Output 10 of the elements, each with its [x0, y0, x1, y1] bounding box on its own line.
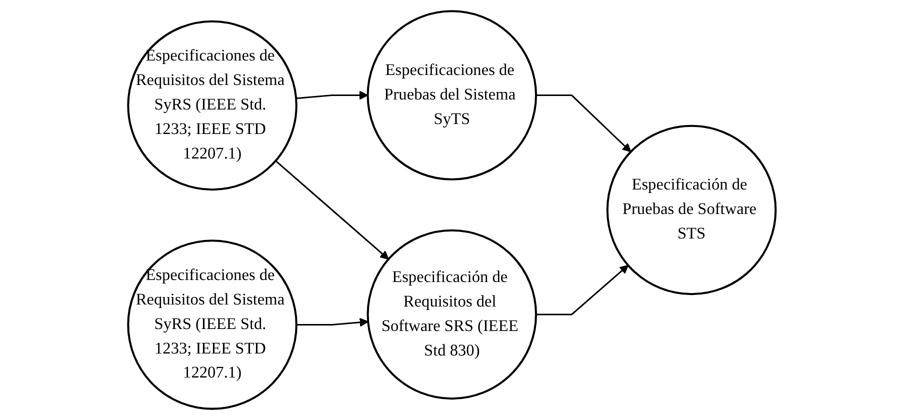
- node-circle: Especificación de Pruebas de Software STS: [606, 124, 776, 296]
- node-circle: Especificaciones de Requisitos del Sistema SyRS (IEEE Std. 1233; IEEE STD 12207.1): [126, 240, 298, 410]
- node-circle: Especificación de Requisitos del Software SRS (IEEE Std 830): [366, 229, 537, 400]
- arrow: [296, 90, 368, 100]
- arrow: [274, 160, 389, 260]
- node-circle: Especificaciones de Requisitos del Sistema SyRS (IEEE Std. 1233; IEEE STD 12207.1): [126, 20, 298, 191]
- arrow: [536, 94, 631, 152]
- arrow: [296, 318, 368, 327]
- node-circle: Especificaciones de Pruebas del Sistema SyTS: [366, 10, 537, 180]
- arrow: [536, 264, 628, 316]
